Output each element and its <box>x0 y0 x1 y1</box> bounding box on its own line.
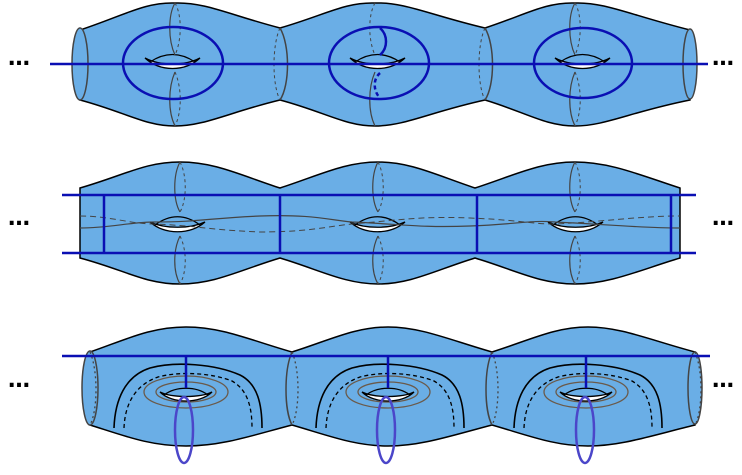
row-3-ellipsis-right: … <box>712 370 735 392</box>
row-2-ellipsis-right: … <box>712 208 735 230</box>
row-1-ellipsis-left: … <box>8 48 31 70</box>
row-2-ellipsis-left: … <box>8 208 31 230</box>
row-2-surface <box>80 162 680 284</box>
row-3-right-cuff <box>688 352 702 424</box>
row-3-body <box>90 327 695 446</box>
row-3-ellipsis-left: … <box>8 370 31 392</box>
row-1-ellipsis-right: … <box>712 48 735 70</box>
